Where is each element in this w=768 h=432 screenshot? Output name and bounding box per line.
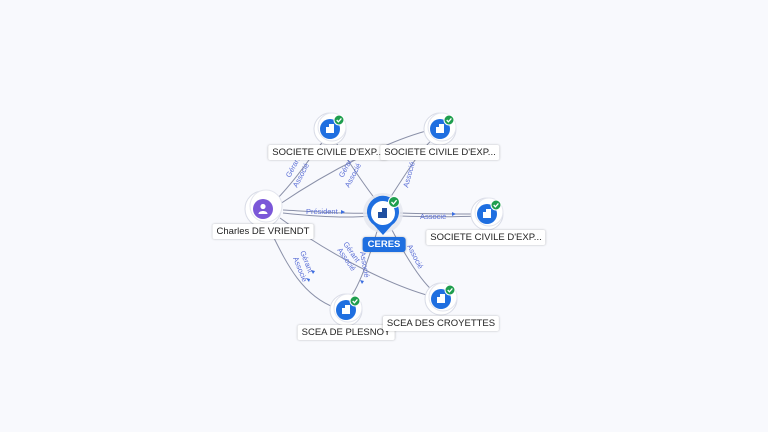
verified-check-icon xyxy=(333,114,345,126)
edge-arrows xyxy=(306,210,456,284)
verified-check-icon xyxy=(349,295,361,307)
building-icon xyxy=(342,305,350,314)
building-icon xyxy=(436,124,444,133)
node-croyettes[interactable] xyxy=(424,282,458,316)
verified-check-icon xyxy=(490,199,502,211)
edge-label-associe-croyettes: Associé xyxy=(405,243,425,270)
edge-label-associe-plesnoy-b: Associé xyxy=(358,251,371,278)
edge-label-associe-ceres-sce3: Associé xyxy=(420,212,446,221)
arrow-head xyxy=(306,278,310,282)
edge-label-president: Président xyxy=(306,207,339,216)
node-label-charles[interactable]: Charles DE VRIENDT xyxy=(212,224,314,239)
edge-ceres-plesnoy xyxy=(349,227,379,299)
arrow-head xyxy=(360,280,364,284)
node-label-sce2[interactable]: SOCIETE CIVILE D'EXP... xyxy=(380,145,500,160)
node-charles[interactable] xyxy=(244,189,283,228)
arrow-head xyxy=(311,270,315,274)
edge-ceres-sce1 xyxy=(333,139,377,201)
arrow-head xyxy=(341,210,345,214)
node-label-croyettes[interactable]: SCEA DES CROYETTES xyxy=(382,316,500,331)
building-icon xyxy=(326,124,334,133)
verified-check-icon xyxy=(443,114,455,126)
verified-check-icon xyxy=(444,284,456,296)
verified-check-icon xyxy=(388,196,400,208)
node-sce1[interactable] xyxy=(313,112,347,146)
building-icon xyxy=(378,208,387,218)
node-label-sce1[interactable]: SOCIETE CIVILE D'EXP... xyxy=(268,145,388,160)
node-label-ceres[interactable]: CERES xyxy=(362,237,406,252)
building-icon xyxy=(483,209,491,218)
edge-label-associe-sce2: Associé xyxy=(401,161,416,189)
node-ceres[interactable] xyxy=(363,193,403,235)
node-sce3[interactable] xyxy=(470,197,504,231)
node-plesnoy[interactable] xyxy=(329,293,363,327)
node-sce2[interactable] xyxy=(423,112,457,146)
building-icon xyxy=(437,294,445,303)
person-icon xyxy=(258,203,268,214)
node-label-sce3[interactable]: SOCIETE CIVILE D'EXP... xyxy=(426,230,546,245)
arrow-head xyxy=(452,212,456,216)
node-label-plesnoy[interactable]: SCEA DE PLESNOY xyxy=(297,325,395,340)
